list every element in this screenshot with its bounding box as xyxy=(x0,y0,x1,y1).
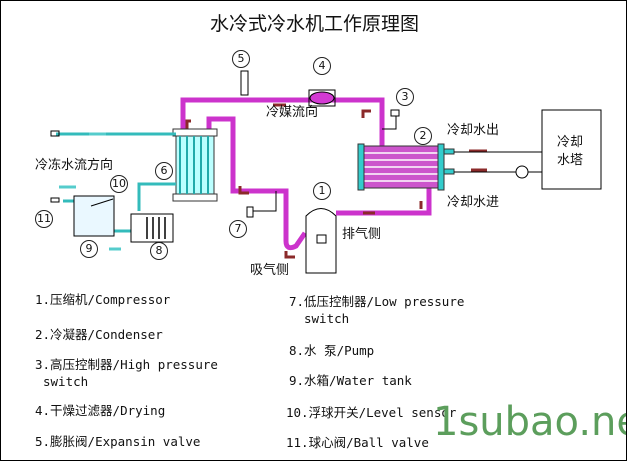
expansion-valve xyxy=(240,70,249,96)
legend-item: 9.水箱/Water tank xyxy=(289,373,412,388)
legend-item: 10.浮球开关/Level sensor xyxy=(286,405,457,420)
callout-8: 8 xyxy=(150,242,168,260)
label-suction-side: 吸气侧 xyxy=(250,263,290,278)
label-cooling-water-out: 冷却水出 xyxy=(447,123,500,138)
label-chilled-water-flow: 冷冻水流方向 xyxy=(35,158,114,173)
low-pressure-switch xyxy=(246,206,254,218)
diagram-title: 水冷式冷水机工作原理图 xyxy=(209,13,419,35)
label-tower-1: 冷却 xyxy=(557,135,584,150)
level-sensor xyxy=(90,198,114,207)
legend-item: 1.压缩机/Compressor xyxy=(35,292,171,307)
callout-6: 6 xyxy=(155,162,173,180)
cooling-tower xyxy=(541,109,602,190)
legend-item: 8.水 泵/Pump xyxy=(289,343,375,358)
legend-item: 11.球心阀/Ball valve xyxy=(286,435,429,450)
high-pressure-switch xyxy=(390,109,400,117)
callout-10: 10 xyxy=(110,175,128,193)
ball-valve xyxy=(50,197,60,203)
label-cooling-water-in: 冷却水进 xyxy=(447,195,500,210)
watermark: 1subao.net xyxy=(433,399,626,445)
chilled-water-pipes xyxy=(56,132,176,233)
legend-item: 4.干燥过滤器/Drying xyxy=(35,403,166,418)
callout-2: 2 xyxy=(414,127,432,145)
water-tank xyxy=(73,195,115,237)
cooling-pump-icon xyxy=(515,165,529,179)
water-pump xyxy=(130,213,174,243)
legend-item: 7.低压控制器/Low pressure xyxy=(289,294,465,309)
callout-4: 4 xyxy=(313,57,331,75)
label-refrigerant-flow: 冷媒流向 xyxy=(266,105,319,120)
label-discharge-side: 排气侧 xyxy=(342,227,382,242)
callout-11: 11 xyxy=(35,210,53,228)
drying-filter xyxy=(309,91,335,105)
legend-item: 3.高压控制器/High pressure xyxy=(35,357,218,372)
pipe-suction-line xyxy=(206,116,308,251)
pipe-liquid-line xyxy=(180,97,385,146)
compressor xyxy=(305,208,337,274)
cooling-water-lines xyxy=(382,109,602,190)
evaporator xyxy=(172,128,218,202)
callout-5: 5 xyxy=(232,50,250,68)
label-tower-2: 水塔 xyxy=(557,153,584,168)
legend-item: 5.膨胀阀/Expansin valve xyxy=(35,434,201,449)
condenser xyxy=(357,143,455,191)
legend-item: switch xyxy=(304,311,350,326)
callout-3: 3 xyxy=(396,88,414,106)
legend-item: switch xyxy=(43,374,89,389)
callout-9: 9 xyxy=(80,240,98,258)
legend-item: 2.冷凝器/Condenser xyxy=(35,327,163,342)
pipe-discharge-line xyxy=(336,187,432,216)
callout-7: 7 xyxy=(229,220,247,238)
flow-arrows xyxy=(185,103,487,259)
callout-1: 1 xyxy=(313,182,331,200)
